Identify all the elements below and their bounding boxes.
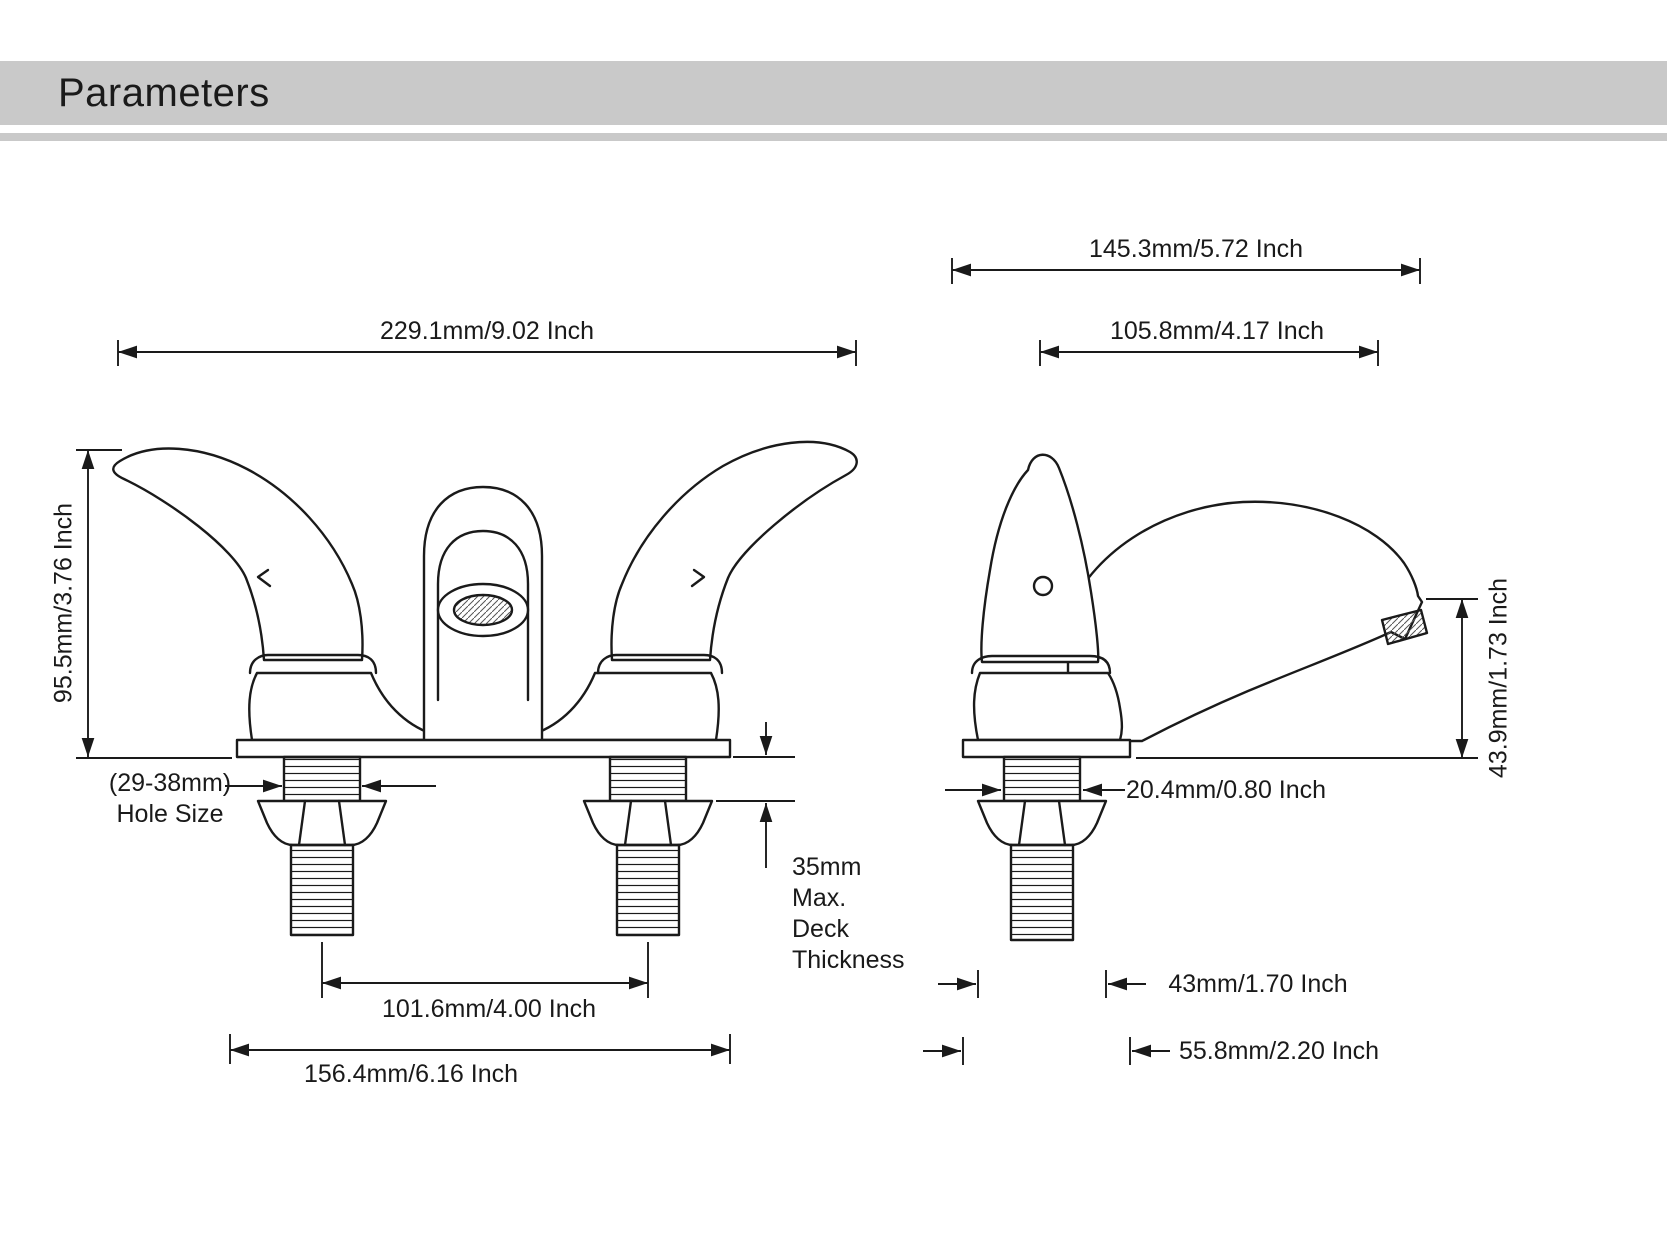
front-right-handle-notch xyxy=(690,568,706,588)
front-right-mounting-nut xyxy=(582,799,714,847)
front-right-nut-wing-line xyxy=(663,799,673,847)
dim-label-shank-diameter: 20.4mm/0.80 Inch xyxy=(1125,776,1327,804)
front-right-threads xyxy=(608,755,688,803)
front-left-handle-skirt xyxy=(248,653,378,675)
label-deck-thickness-line2: Max. xyxy=(792,884,847,912)
front-left-shank xyxy=(256,755,388,937)
front-left-threaded-rod xyxy=(289,843,355,937)
dim-label-overall-height: 95.5mm/3.76 Inch xyxy=(49,502,78,704)
front-right-nut-wing-line xyxy=(623,799,633,847)
dim-label-spout-height: 43.9mm/1.73 Inch xyxy=(1484,577,1513,779)
side-deck-plate xyxy=(961,738,1132,759)
header-underline xyxy=(0,133,1667,141)
side-view-drawing xyxy=(961,453,1429,942)
front-view-drawing xyxy=(112,440,858,937)
label-deck-thickness-line1: 35mm xyxy=(792,853,862,881)
side-spout xyxy=(1066,500,1424,743)
front-spout-hub-outline xyxy=(422,485,544,742)
dim-label-overall-width: 229.1mm/9.02 Inch xyxy=(379,317,595,345)
side-spout-aerator xyxy=(1380,608,1429,646)
front-spout-aerator xyxy=(452,593,514,627)
front-left-threads xyxy=(282,755,362,803)
front-right-shank xyxy=(582,755,714,937)
dim-label-centers: 101.6mm/4.00 Inch xyxy=(381,995,597,1023)
dimension-lines xyxy=(76,258,1478,1065)
label-hole-size-line2: Hole Size xyxy=(116,800,224,828)
side-threads xyxy=(1002,755,1082,803)
side-handle xyxy=(980,453,1100,664)
front-left-nut-wing-line xyxy=(297,799,307,847)
dim-label-base-depth: 55.8mm/2.20 Inch xyxy=(1178,1037,1380,1065)
dim-label-overall-depth: 145.3mm/5.72 Inch xyxy=(1088,235,1304,263)
side-shank xyxy=(976,755,1108,942)
header-bar: Parameters xyxy=(0,61,1667,125)
side-body xyxy=(972,671,1124,742)
dim-label-spout-reach: 105.8mm/4.17 Inch xyxy=(1109,317,1325,345)
front-right-threaded-rod xyxy=(615,843,681,937)
label-deck-thickness-line4: Thickness xyxy=(792,946,905,974)
front-left-handle xyxy=(112,447,364,662)
dim-label-base-width: 156.4mm/6.16 Inch xyxy=(303,1060,519,1088)
side-threaded-rod xyxy=(1009,843,1075,942)
front-right-handle-skirt xyxy=(596,653,724,675)
dim-label-nut-width: 43mm/1.70 Inch xyxy=(1168,970,1348,998)
front-right-handle xyxy=(610,440,858,662)
label-deck-thickness: 35mm Max. Deck Thickness xyxy=(792,852,905,976)
side-handle-set-screw xyxy=(1032,575,1054,597)
front-spout-arch xyxy=(436,529,530,702)
label-hole-size-line1: (29-38mm) xyxy=(108,769,232,797)
label-hole-size: (29-38mm) Hole Size xyxy=(109,768,231,830)
label-deck-thickness-line3: Deck xyxy=(792,915,849,943)
front-left-handle-notch xyxy=(256,568,272,588)
front-deck-plate xyxy=(235,738,732,759)
front-left-nut-wing-line xyxy=(337,799,347,847)
front-left-mounting-nut xyxy=(256,799,388,847)
side-mounting-nut xyxy=(976,799,1108,847)
side-handle-skirt xyxy=(970,654,1112,675)
page-title: Parameters xyxy=(58,70,270,115)
side-nut-wing-line xyxy=(1057,799,1067,847)
side-nut-wing-line xyxy=(1017,799,1027,847)
